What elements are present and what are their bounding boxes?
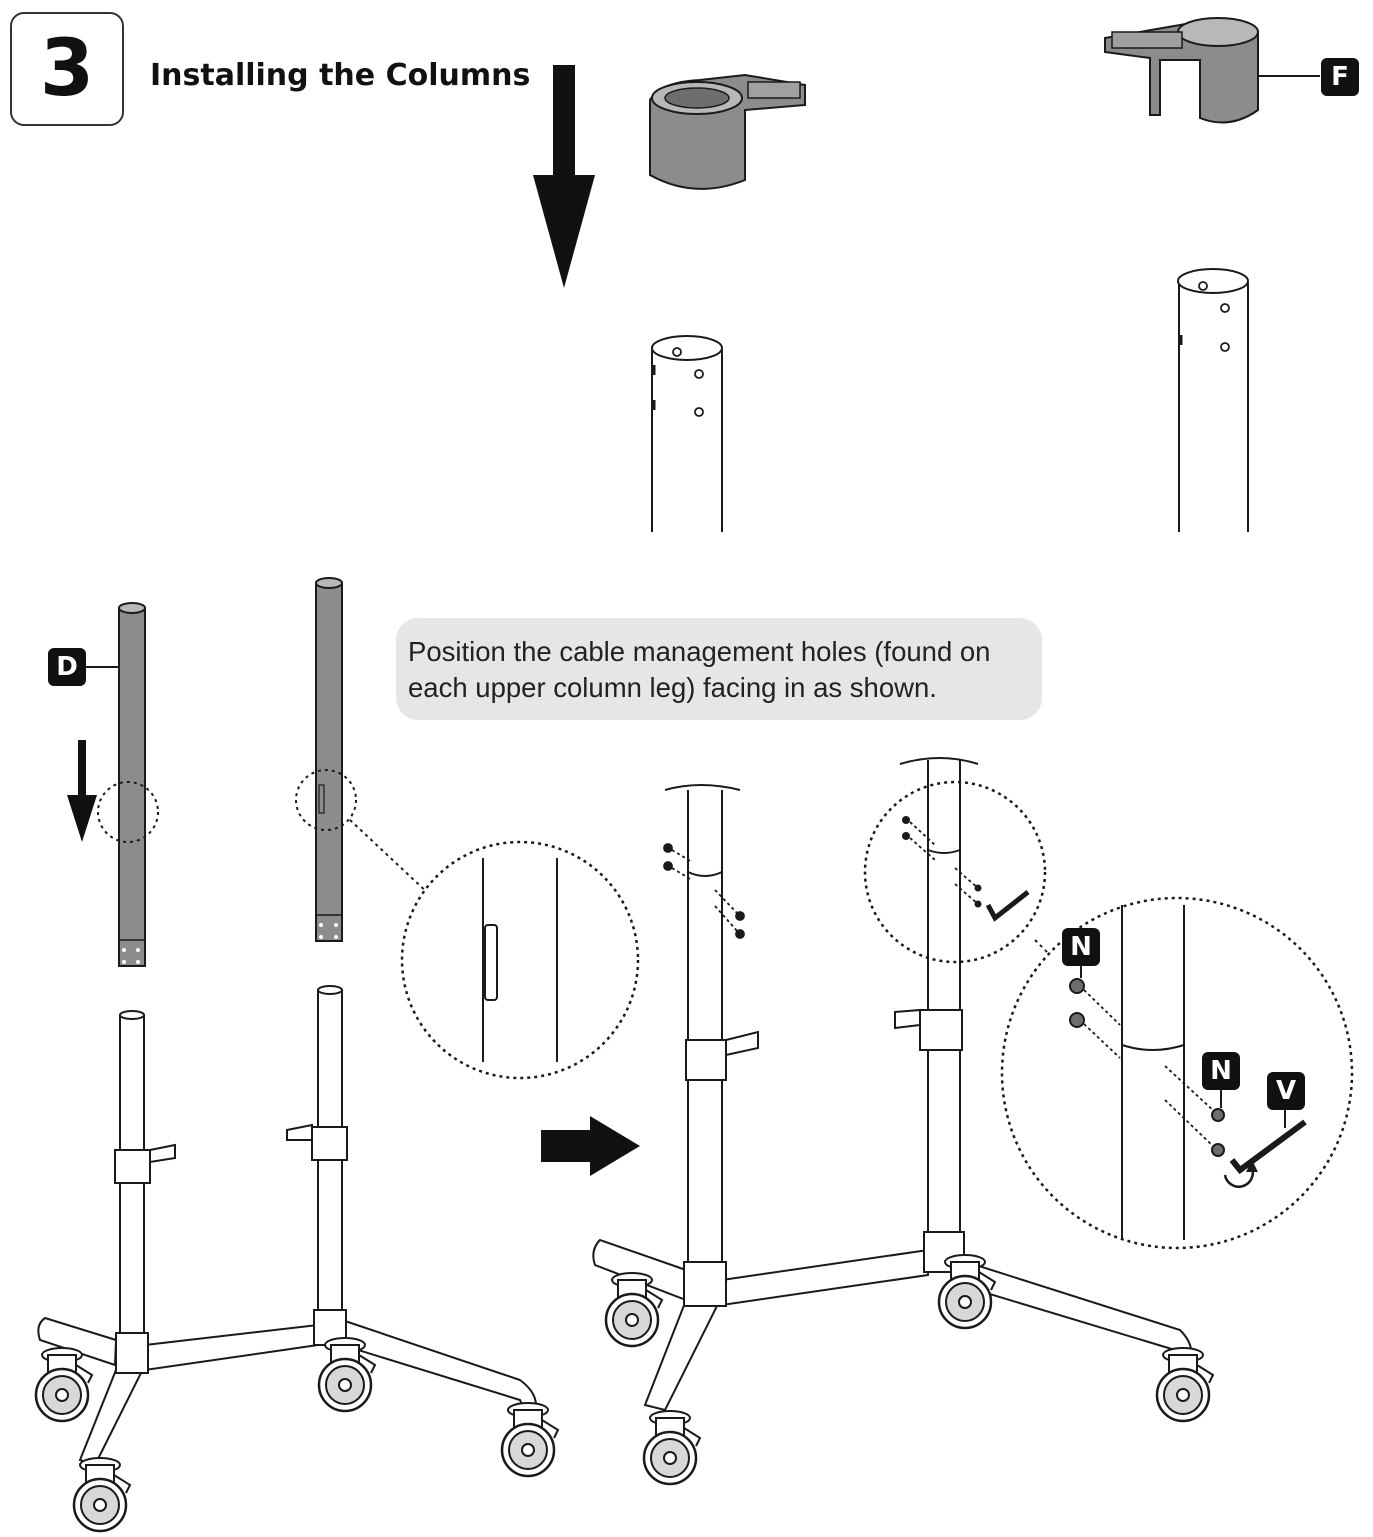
caster-wheel [937,1253,997,1330]
part-label-v: V [1267,1072,1305,1110]
column-top-left [651,335,723,532]
column-bracket-f [1104,17,1320,124]
caster-wheel [72,1456,132,1533]
down-arrow-left [67,740,97,842]
upper-column-second [295,577,431,942]
zoom-cable-hole [400,840,640,1080]
step-title: Installing the Columns [150,58,531,93]
step-number: 3 [10,12,124,126]
caster-wheel [500,1401,560,1478]
part-label-n-top: N [1062,928,1100,966]
zoom-screw-detail [1000,896,1354,1250]
right-arrow [541,1116,640,1176]
part-label-f: F [1321,58,1359,96]
note-line-1: Position the cable management holes (fou… [408,636,991,667]
column-top-right [1177,268,1249,532]
caster-wheel [1155,1346,1215,1423]
base-left [37,985,537,1467]
instruction-note: Position the cable management holes (fou… [396,618,1042,720]
caster-wheel [34,1346,94,1423]
down-arrow-top [533,65,595,288]
screw-detail-left [663,843,745,939]
part-label-d: D [48,648,86,686]
note-line-2: each upper column leg) facing in as show… [408,672,937,703]
upper-column-d [86,602,159,967]
caster-wheel [642,1409,702,1486]
zoom-screw-top [863,780,1051,964]
part-label-n-bottom: N [1202,1052,1240,1090]
column-bracket-left [649,73,806,190]
